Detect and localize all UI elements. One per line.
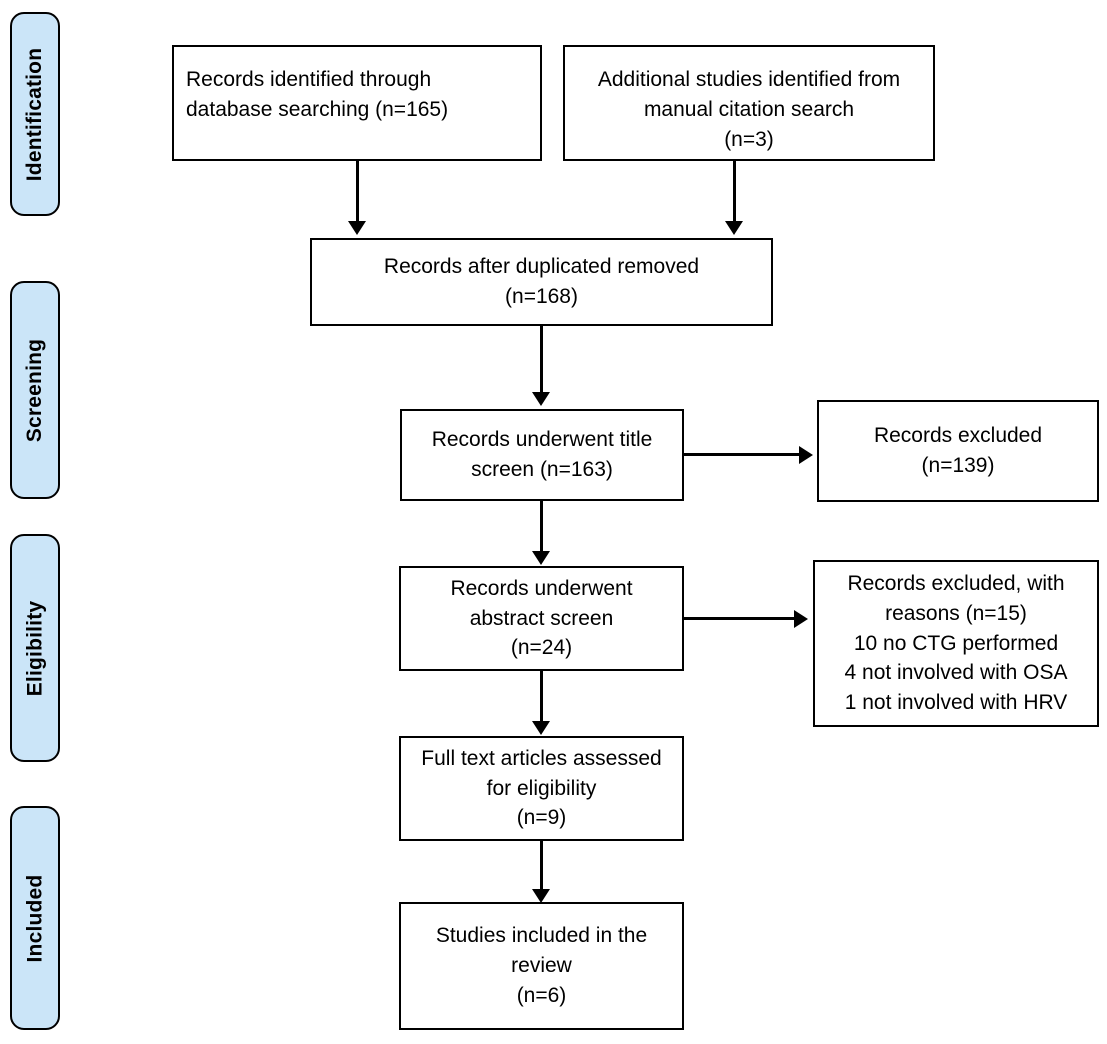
box-database-search-line-2: database searching (n=165) <box>186 97 449 121</box>
box-manual-search-line-2: manual citation search <box>643 97 855 121</box>
arrowhead-fulltext-to-included <box>532 889 550 903</box>
stage-pill-identification: Identification <box>10 12 60 216</box>
stage-pill-eligibility: Eligibility <box>10 534 60 762</box>
box-title-screen-line-1: Records underwent title <box>431 428 653 452</box>
stage-pill-included: Included <box>10 806 60 1030</box>
box-excluded-with-reasons-line-5: 1 not involved with HRV <box>844 691 1068 715</box>
stage-label-screening: Screening <box>23 338 47 442</box>
stage-label-eligibility: Eligibility <box>23 600 47 696</box>
box-excluded-with-reasons: Records excluded, with reasons (n=15) 10… <box>813 560 1099 727</box>
box-full-text-line-1: Full text articles assessed <box>421 746 662 770</box>
box-database-search: Records identified through database sear… <box>172 45 542 161</box>
box-excluded-with-reasons-line-4: 4 not involved with OSA <box>844 661 1068 685</box>
connector-title-to-abstract <box>540 501 543 555</box>
box-after-duplicates: Records after duplicated removed (n=168) <box>310 238 773 326</box>
box-excluded-with-reasons-line-2: reasons (n=15) <box>885 601 1027 625</box>
stage-label-included: Included <box>23 874 47 962</box>
arrowhead-title-to-abstract <box>532 551 550 565</box>
arrowhead-database-to-duplicates <box>348 221 366 235</box>
arrowhead-abstract-to-fulltext <box>532 721 550 735</box>
box-manual-search-line-3: (n=3) <box>724 127 774 151</box>
box-database-search-line-1: Records identified through <box>186 68 432 91</box>
box-abstract-screen-line-1: Records underwent <box>450 576 633 600</box>
stage-pill-screening: Screening <box>10 281 60 499</box>
box-abstract-screen-line-2: abstract screen <box>469 606 614 630</box>
box-full-text-line-2: for eligibility <box>486 776 597 800</box>
connector-duplicates-to-title <box>540 326 543 394</box>
box-title-screen: Records underwent title screen (n=163) <box>400 409 684 501</box>
box-included-studies-line-2: review <box>511 954 572 978</box>
box-records-excluded-line-1: Records excluded <box>873 424 1043 448</box>
arrowhead-duplicates-to-title <box>532 392 550 406</box>
connector-database-to-duplicates <box>356 161 359 223</box>
connector-fulltext-to-included <box>540 841 543 893</box>
arrowhead-title-to-excluded <box>799 446 813 464</box>
box-title-screen-line-2: screen (n=163) <box>471 458 613 481</box>
arrowhead-abstract-to-excluded-reasons <box>794 610 808 628</box>
box-after-duplicates-line-2: (n=168) <box>505 285 578 308</box>
connector-manual-to-duplicates <box>733 161 736 223</box>
box-included-studies-line-3: (n=6) <box>516 983 567 1007</box>
box-abstract-screen: Records underwent abstract screen (n=24) <box>399 566 684 671</box>
box-records-excluded-line-2: (n=139) <box>921 454 995 477</box>
stage-label-identification: Identification <box>23 47 47 181</box>
box-included-studies-line-1: Studies included in the <box>435 924 648 948</box>
box-after-duplicates-line-1: Records after duplicated removed <box>383 255 700 279</box>
box-excluded-with-reasons-line-1: Records excluded, with <box>847 571 1065 595</box>
connector-abstract-to-excluded-reasons <box>684 617 796 620</box>
box-manual-search: Additional studies identified from manua… <box>563 45 935 161</box>
connector-abstract-to-fulltext <box>540 671 543 725</box>
connector-title-to-excluded <box>684 453 801 456</box>
box-full-text-line-3: (n=9) <box>516 806 567 830</box>
box-included-studies: Studies included in the review (n=6) <box>399 902 684 1030</box>
box-excluded-with-reasons-line-3: 10 no CTG performed <box>853 631 1059 655</box>
box-full-text: Full text articles assessed for eligibil… <box>399 736 684 841</box>
box-manual-search-line-1: Additional studies identified from <box>597 68 901 91</box>
box-records-excluded: Records excluded (n=139) <box>817 400 1099 502</box>
box-abstract-screen-line-3: (n=24) <box>510 636 573 660</box>
arrowhead-manual-to-duplicates <box>725 221 743 235</box>
